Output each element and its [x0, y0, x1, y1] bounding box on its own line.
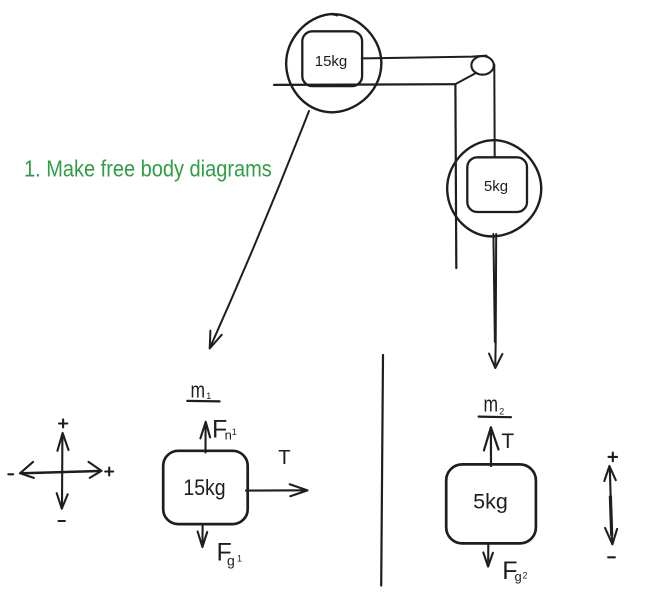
svg-text:5kg: 5kg	[484, 178, 508, 195]
svg-text:15kg: 15kg	[183, 476, 225, 500]
svg-text:5kg: 5kg	[473, 490, 508, 514]
svg-text:g: g	[515, 569, 522, 584]
svg-text:1: 1	[237, 554, 242, 564]
svg-text:F: F	[502, 557, 517, 585]
svg-text:2: 2	[499, 407, 504, 417]
svg-text:15kg: 15kg	[315, 53, 348, 70]
svg-text:F: F	[217, 539, 232, 567]
svg-text:m: m	[191, 379, 206, 403]
svg-text:1: 1	[232, 427, 237, 437]
svg-text:2: 2	[523, 571, 528, 581]
svg-text:1: 1	[206, 391, 211, 401]
svg-text:n: n	[225, 428, 232, 443]
svg-text:F: F	[212, 416, 227, 444]
svg-text:m: m	[484, 393, 499, 417]
svg-text:T: T	[501, 430, 514, 453]
svg-text:1. Make free body diagrams: 1. Make free body diagrams	[24, 155, 272, 182]
svg-text:g: g	[227, 553, 235, 569]
svg-text:T: T	[278, 446, 291, 469]
